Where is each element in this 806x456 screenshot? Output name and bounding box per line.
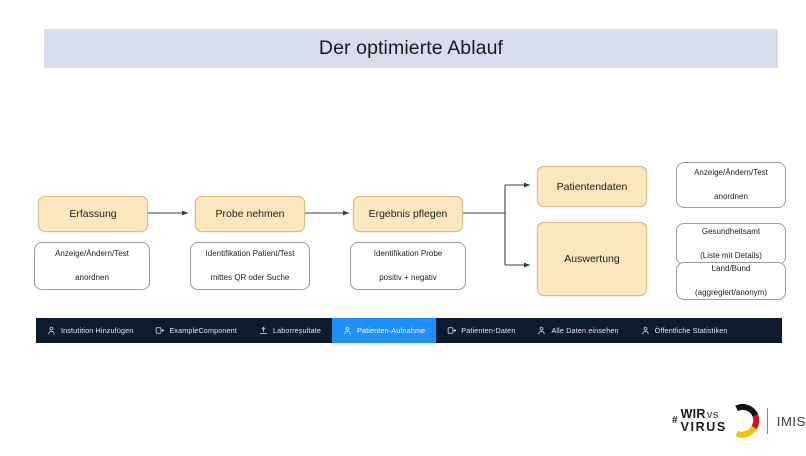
user-icon xyxy=(47,326,56,335)
note-text: Gesundheitsamt(Liste mit Details) xyxy=(700,227,762,260)
logo-word-vs: VS xyxy=(706,410,720,421)
logo-word-wir: WIR xyxy=(680,407,706,422)
nav-item-instutition-hinzufügen[interactable]: Instutition Hinzufügen xyxy=(36,318,144,343)
nav-item-alle-daten-einsehen[interactable]: Alle Daten einsehen xyxy=(526,318,629,343)
flow-node-probe-nehmen[interactable]: Probe nehmen xyxy=(195,196,305,232)
flow-node-patientendaten[interactable]: Patientendaten xyxy=(537,166,647,207)
nav-item-patienten-daten[interactable]: Patienten-Daten xyxy=(436,318,526,343)
nav-item-label: Patienten-Aufnahme xyxy=(357,326,426,335)
footer-logo: # WIR VS VIRUS IMIS xyxy=(672,400,806,442)
nav-item-label: Öffentliche Statistiken xyxy=(654,326,728,335)
upload-icon xyxy=(259,326,268,335)
nav-item-label: ExampleComponent xyxy=(169,326,237,335)
wirvsvirus-logo: # WIR VS VIRUS xyxy=(672,404,760,438)
user-icon xyxy=(641,326,650,335)
flow-node-erfassung[interactable]: Erfassung xyxy=(38,196,148,232)
nav-item-patienten-aufnahme[interactable]: Patienten-Aufnahme xyxy=(332,318,437,343)
flow-node-label: Probe nehmen xyxy=(215,208,285,220)
note-text: Land/Bund(aggregiert/anonym) xyxy=(694,264,768,297)
title-band: Der optimierte Ablauf xyxy=(44,29,778,68)
hash-symbol: # xyxy=(672,415,678,426)
user-icon xyxy=(343,326,352,335)
wirvsvirus-wordmark: WIR VS VIRUS xyxy=(681,408,727,434)
flow-node-label: Erfassung xyxy=(69,208,117,220)
flow-node-label: Auswertung xyxy=(564,253,620,265)
nav-item-label: Laborresultate xyxy=(272,326,322,335)
flow-node-auswertung[interactable]: Auswertung xyxy=(537,222,647,296)
user-icon xyxy=(537,326,546,335)
flow-node-ergebnis-pflegen[interactable]: Ergebnis pflegen xyxy=(353,196,463,232)
window-icon xyxy=(447,326,457,335)
logo-word-virus: VIRUS xyxy=(680,420,727,434)
window-icon xyxy=(155,326,165,335)
note-land-bund: Land/Bund(aggregiert/anonym) xyxy=(676,262,786,300)
logo-divider xyxy=(766,408,768,434)
nav-item-label: Patienten-Daten xyxy=(461,326,516,335)
nav-item-label: Alle Daten einsehen xyxy=(551,326,619,335)
nav-item-laborresultate[interactable]: Laborresultate xyxy=(248,318,332,343)
note-gesundheitsamt: Gesundheitsamt(Liste mit Details) xyxy=(676,223,786,265)
navigation-bar: Instutition Hinzufügen ExampleComponent La… xyxy=(36,318,782,343)
nav-item-examplecomponent[interactable]: ExampleComponent xyxy=(144,318,248,343)
flow-node-label: Ergebnis pflegen xyxy=(368,208,448,220)
german-flag-arc-icon xyxy=(735,404,759,438)
nav-item-label: Instutition Hinzufügen xyxy=(61,326,134,335)
flow-node-label: Patientendaten xyxy=(556,180,628,193)
page-title: Der optimierte Ablauf xyxy=(318,37,504,59)
imis-wordmark: IMIS xyxy=(776,413,806,429)
nav-item-öffentliche-statistiken[interactable]: Öffentliche Statistiken xyxy=(630,318,739,343)
